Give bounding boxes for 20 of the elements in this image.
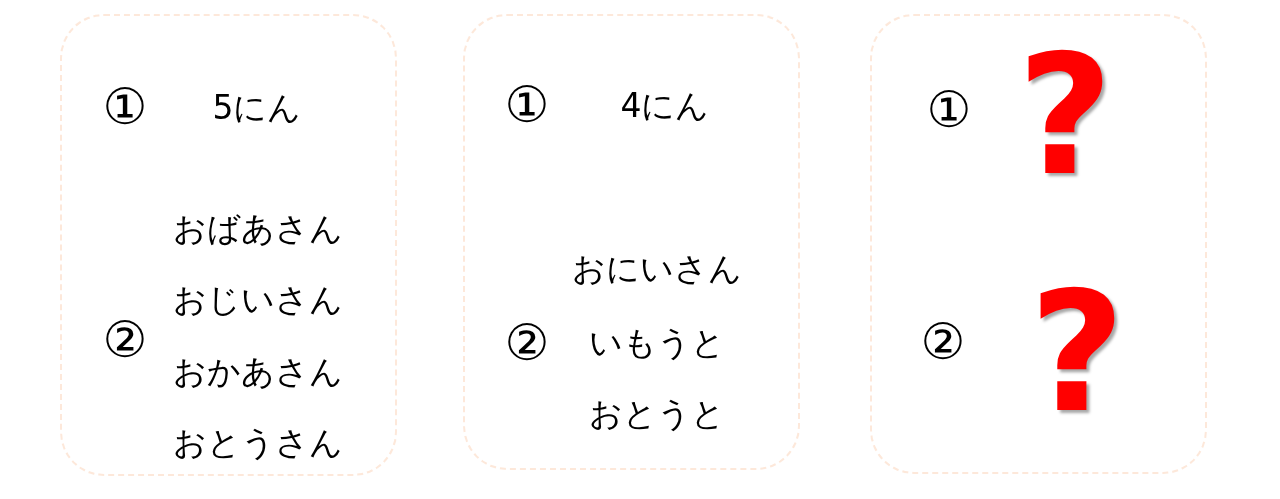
item-number: ① xyxy=(504,80,550,130)
family-word: いもうと xyxy=(589,325,725,359)
item-number: ② xyxy=(920,317,966,367)
count-text: 4にん xyxy=(620,88,710,122)
family-word: おかあさん xyxy=(173,354,343,388)
family-word: おじいさん xyxy=(173,282,343,316)
family-word: おとうと xyxy=(589,396,725,430)
question-mark: ? xyxy=(1017,33,1113,199)
count-text: 5にん xyxy=(212,90,302,124)
item-number: ② xyxy=(102,315,148,365)
item-number: ② xyxy=(504,318,550,368)
card-panel xyxy=(60,14,397,476)
item-number: ① xyxy=(102,82,148,132)
item-number: ① xyxy=(926,85,972,135)
family-word: おとうさん xyxy=(173,425,343,459)
card-panel xyxy=(463,14,800,470)
card-panel xyxy=(870,14,1207,474)
question-mark: ? xyxy=(1029,270,1125,436)
family-word: おばあさん xyxy=(173,211,343,245)
family-word: おにいさん xyxy=(572,251,742,285)
